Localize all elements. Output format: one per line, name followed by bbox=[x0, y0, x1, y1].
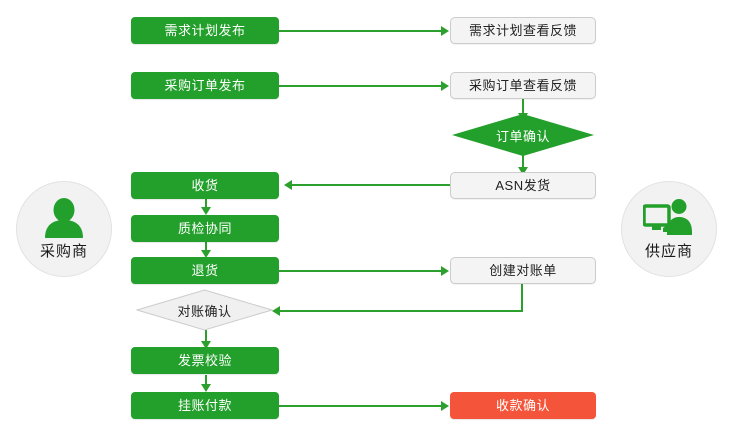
edge-demand-plan-arrowhead bbox=[441, 26, 449, 36]
node-receipt-confirm[interactable]: 收款确认 bbox=[450, 392, 596, 419]
edge-return-to-statement-arrowhead bbox=[441, 266, 449, 276]
node-goods-receipt[interactable]: 收货 bbox=[131, 172, 279, 199]
node-label: ASN发货 bbox=[495, 178, 551, 193]
edge-po-publish bbox=[278, 85, 444, 87]
node-label: 需求计划发布 bbox=[164, 23, 246, 38]
node-demand-plan-publish[interactable]: 需求计划发布 bbox=[131, 17, 279, 44]
edge-quality-to-return-arrowhead bbox=[201, 250, 211, 258]
edge-confirm-to-invoice bbox=[205, 330, 207, 344]
node-label: 收货 bbox=[191, 178, 219, 193]
edge-confirm-to-invoice-arrowhead bbox=[201, 341, 211, 349]
diamond-shape-icon bbox=[452, 114, 594, 156]
edge-demand-plan bbox=[278, 30, 444, 32]
edge-po-publish-arrowhead bbox=[441, 81, 449, 91]
node-po-publish[interactable]: 采购订单发布 bbox=[131, 72, 279, 99]
node-label: 创建对账单 bbox=[489, 263, 557, 278]
node-return-goods[interactable]: 退货 bbox=[131, 257, 279, 284]
node-label: 采购订单发布 bbox=[164, 78, 246, 93]
node-invoice-verify[interactable]: 发票校验 bbox=[131, 347, 279, 374]
node-statement-confirm[interactable]: 对账确认 bbox=[135, 289, 274, 331]
edge-payment-to-receipt-confirm bbox=[278, 405, 444, 407]
edge-payment-to-receipt-confirm-arrowhead bbox=[441, 401, 449, 411]
edge-confirm-to-asn-arrowhead bbox=[518, 167, 528, 175]
node-create-statement[interactable]: 创建对账单 bbox=[450, 257, 596, 284]
actor-label: 采购商 bbox=[39, 242, 88, 260]
actor-buyer[interactable]: 采购商 bbox=[16, 181, 112, 277]
edge-return-to-statement bbox=[278, 270, 444, 272]
edge-receipt-to-quality-arrowhead bbox=[201, 207, 211, 215]
edge-confirm-to-asn bbox=[522, 153, 524, 173]
node-label: 采购订单查看反馈 bbox=[468, 78, 577, 93]
node-label: 收款确认 bbox=[495, 398, 550, 413]
node-quality-collaboration[interactable]: 质检协同 bbox=[131, 215, 279, 242]
actor-label: 供应商 bbox=[644, 242, 693, 260]
diamond-shape-icon bbox=[135, 289, 274, 331]
node-label: 退货 bbox=[191, 263, 219, 278]
node-label: 发票校验 bbox=[177, 353, 232, 368]
edge-invoice-to-payment bbox=[205, 375, 207, 387]
node-asn-shipment[interactable]: ASN发货 bbox=[450, 172, 596, 199]
edge-asn-to-receipt bbox=[292, 184, 450, 186]
node-label: 质检协同 bbox=[177, 221, 232, 236]
edge-po-to-confirm bbox=[522, 98, 524, 118]
node-label: 需求计划查看反馈 bbox=[468, 23, 577, 38]
edge-quality-to-return bbox=[205, 241, 207, 253]
node-order-confirm[interactable]: 订单确认 bbox=[452, 114, 594, 156]
node-po-feedback[interactable]: 采购订单查看反馈 bbox=[450, 72, 596, 99]
node-demand-plan-feedback[interactable]: 需求计划查看反馈 bbox=[450, 17, 596, 44]
node-payment-posting[interactable]: 挂账付款 bbox=[131, 392, 279, 419]
person-at-computer-icon bbox=[642, 198, 695, 238]
actor-supplier[interactable]: 供应商 bbox=[621, 181, 717, 277]
edge-statement-left bbox=[280, 310, 523, 312]
edge-statement-down bbox=[521, 284, 523, 312]
edge-asn-to-receipt-arrowhead bbox=[284, 180, 292, 190]
person-icon bbox=[42, 197, 86, 238]
node-label: 挂账付款 bbox=[177, 398, 232, 413]
edge-receipt-to-quality bbox=[205, 198, 207, 210]
edge-statement-to-confirm-arrowhead bbox=[272, 306, 280, 316]
edge-invoice-to-payment-arrowhead bbox=[201, 384, 211, 392]
